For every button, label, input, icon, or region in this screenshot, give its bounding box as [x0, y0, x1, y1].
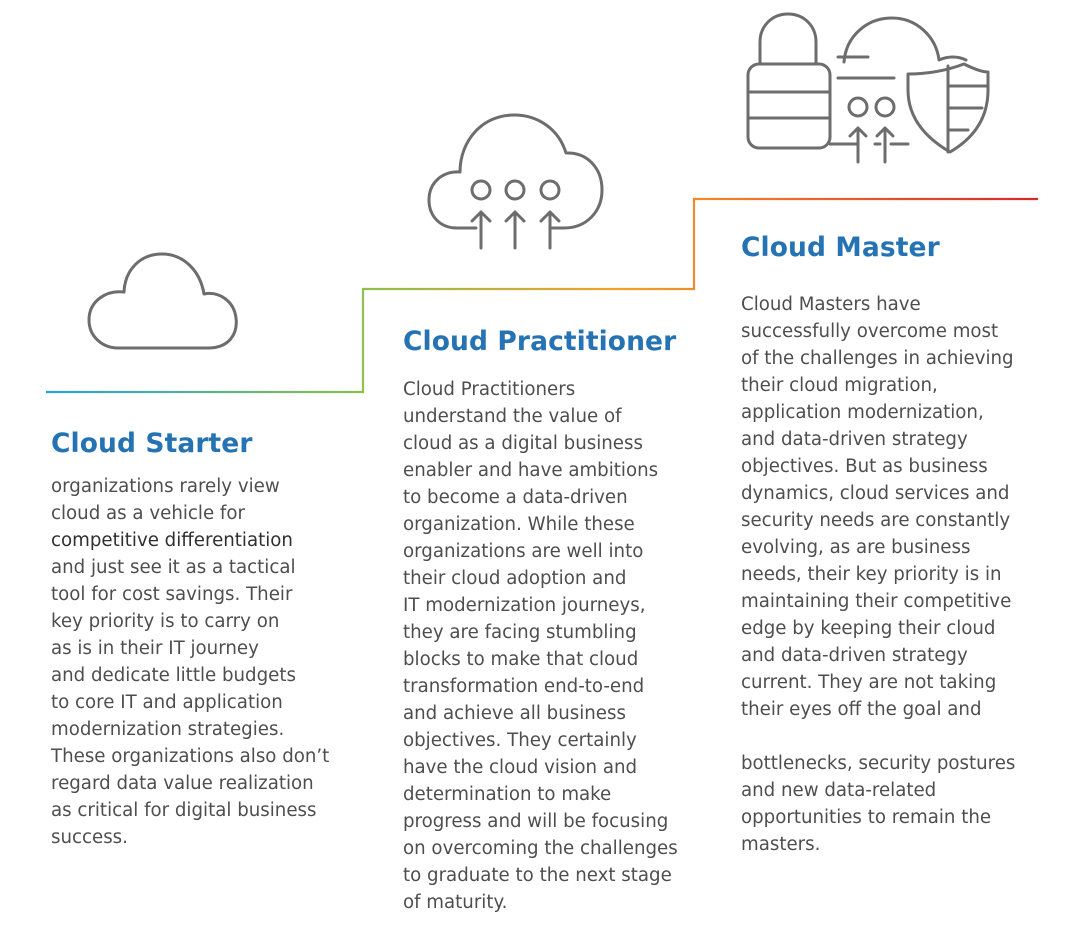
cloud-starter-description-emphasis: competitive differentiation [51, 530, 293, 551]
cloud-master-description: Cloud Masters have successfully overcome… [741, 294, 1016, 855]
secure-cloud-icon [746, 12, 990, 164]
cloud-master-heading: Cloud Master [741, 232, 940, 263]
cloud-starter-description-part-2: and just see it as a tactical tool for c… [51, 557, 330, 848]
cloud-practitioner-heading: Cloud Practitioner [403, 326, 677, 357]
cloud-upload-icon [427, 113, 604, 250]
cloud-starter-description: organizations rarely view cloud as a veh… [51, 473, 351, 851]
cloud-starter-description-part-1: organizations rarely view cloud as a veh… [51, 476, 280, 524]
cloud-starter-heading: Cloud Starter [51, 428, 253, 459]
cloud-icon [87, 252, 238, 350]
cloud-practitioner-description: Cloud Practitioners understand the value… [403, 379, 678, 913]
staircase-path [46, 197, 1038, 394]
